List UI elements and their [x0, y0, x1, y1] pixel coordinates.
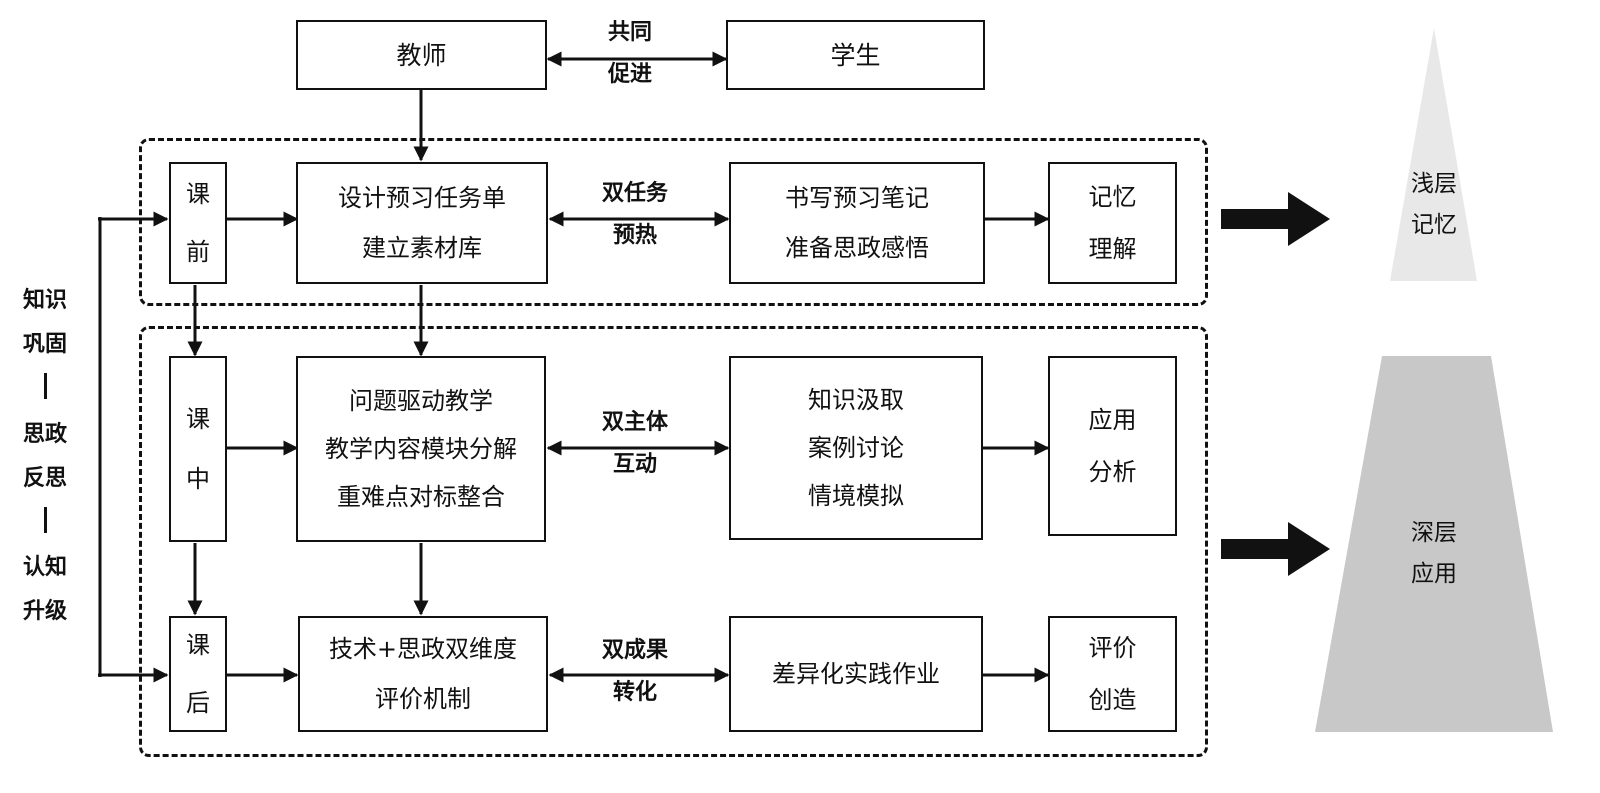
- student-post-box: 差异化实践作业: [729, 616, 983, 732]
- in-post-class-frame: [139, 326, 1208, 757]
- phase-post-class: 课 后: [169, 616, 227, 732]
- pre-link-label: 双任务 预热: [601, 181, 668, 248]
- in-link-label: 双主体 互动: [601, 410, 668, 477]
- student-in-box: 知识汲取 案例讨论 情境模拟: [729, 356, 983, 540]
- deep-level-label: 深层 应用: [1411, 520, 1457, 587]
- teacher-in-box: 问题驱动教学 教学内容模块分解 重难点对标整合: [296, 356, 546, 542]
- phase-in-class: 课 中: [169, 356, 227, 542]
- loop-label-upgrade: 认知 升级: [22, 555, 67, 624]
- result-pre-box: 记忆 理解: [1048, 162, 1177, 284]
- result-post-box: 评价 创造: [1048, 616, 1177, 732]
- co-promote-label: 共同 促进: [607, 20, 652, 87]
- deep-level-trapezoid: [1315, 356, 1553, 732]
- big-arrow-shallow: [1221, 192, 1330, 246]
- teacher-label: 教师: [396, 40, 447, 70]
- pre-class-frame: [139, 138, 1208, 306]
- phase-pre-class: 课 前: [169, 162, 227, 284]
- loop-label-consolidate: 知识 巩固: [22, 288, 67, 357]
- student-pre-box: 书写预习笔记 准备思政感悟: [729, 162, 985, 284]
- teacher-pre-box: 设计预习任务单 建立素材库: [296, 162, 548, 284]
- big-arrow-deep: [1221, 522, 1330, 576]
- student-label: 学生: [830, 40, 881, 70]
- shallow-level-label: 浅层 记忆: [1411, 171, 1457, 238]
- loop-divider-1: [44, 373, 47, 399]
- post-link-label: 双成果 转化: [601, 638, 668, 705]
- loop-label-reflect: 思政 反思: [22, 422, 67, 491]
- shallow-level-triangle: [1390, 28, 1477, 281]
- teacher-post-box: 技术+思政双维度 评价机制: [298, 616, 548, 732]
- teacher-box: 教师: [296, 20, 547, 90]
- student-box: 学生: [726, 20, 985, 90]
- loop-divider-2: [44, 507, 47, 533]
- result-in-box: 应用 分析: [1048, 356, 1177, 536]
